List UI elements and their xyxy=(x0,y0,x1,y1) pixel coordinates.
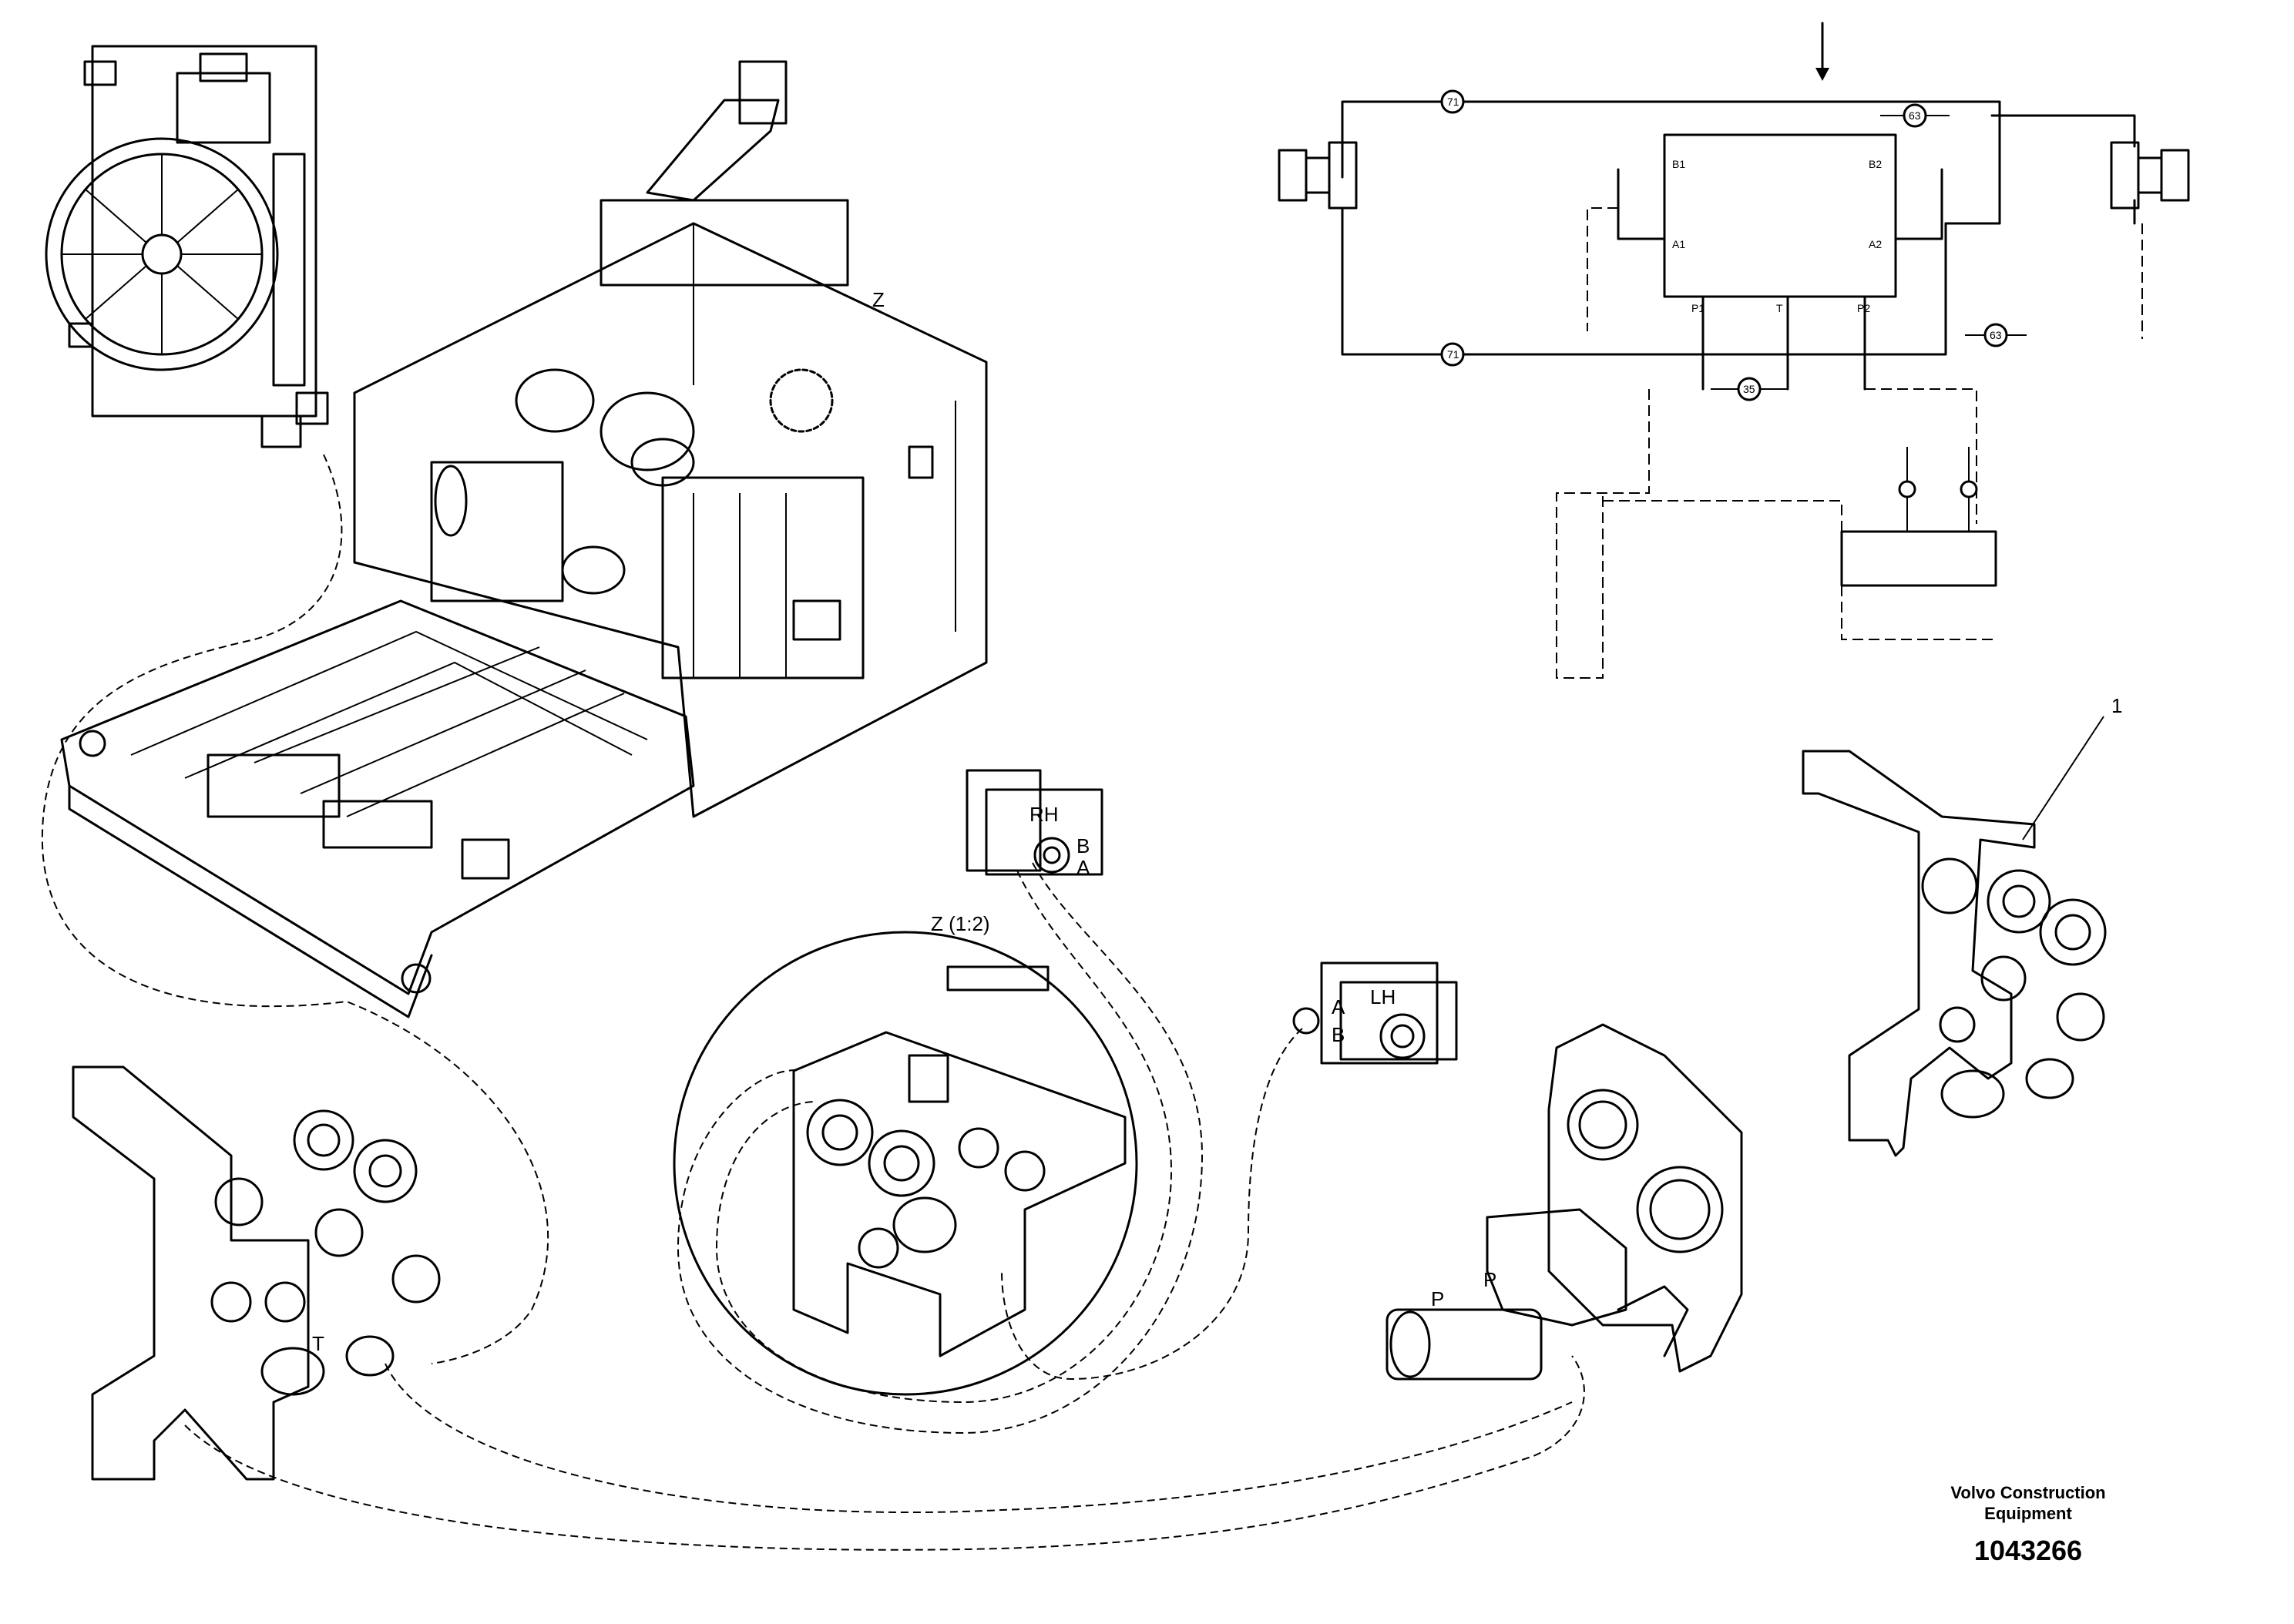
hose-label-63a: 63 xyxy=(1909,109,1921,122)
lh-port-a: A xyxy=(1332,995,1345,1018)
lh-connector xyxy=(1292,961,1458,1065)
hydraulic-schematic: B1 B2 A1 A2 P1 T P2 71 63 71 63 35 xyxy=(1278,22,2190,679)
rh-label: RH xyxy=(1029,803,1059,826)
lh-port-b: B xyxy=(1332,1023,1345,1046)
brand-line-2: Equipment xyxy=(1984,1504,2072,1523)
pump-port-p2: P xyxy=(1483,1268,1496,1291)
gearbox-pump xyxy=(1385,1023,1743,1381)
rh-port-a: A xyxy=(1076,856,1090,879)
valve-bracket-left xyxy=(72,1065,441,1481)
detail-z-view xyxy=(673,931,1138,1396)
part-number: 1043266 xyxy=(1974,1535,2082,1566)
hose-routings xyxy=(41,454,1585,1551)
valve-bracket-right xyxy=(1802,750,2107,1157)
brand-line-1: Volvo Construction xyxy=(1950,1483,2105,1502)
radiator-cooler xyxy=(45,45,329,448)
port-a1: A1 xyxy=(1672,238,1685,250)
port-t: T xyxy=(1776,302,1783,314)
hose-label-35: 35 xyxy=(1743,383,1755,395)
item-1-callout: 1 xyxy=(2111,694,2122,717)
lh-label: LH xyxy=(1370,985,1396,1008)
footer-brand: Volvo Construction Equipment 1043266 xyxy=(1950,1483,2105,1566)
port-a2: A2 xyxy=(1869,238,1882,250)
detail-z-scale-label: Z (1:2) xyxy=(931,912,990,935)
item-1-leader xyxy=(2022,716,2104,841)
hose-label-71b: 71 xyxy=(1447,348,1459,361)
rh-connector xyxy=(966,769,1103,876)
rh-port-b: B xyxy=(1076,834,1090,857)
port-p1: P1 xyxy=(1691,302,1705,314)
machine-frame xyxy=(60,60,988,1018)
pump-port-p1: P xyxy=(1431,1287,1444,1310)
port-t-label: T xyxy=(312,1332,324,1355)
hose-label-71a: 71 xyxy=(1447,96,1459,108)
hose-label-63b: 63 xyxy=(1990,329,2002,341)
port-b1: B1 xyxy=(1672,158,1685,170)
port-b2: B2 xyxy=(1869,158,1882,170)
detail-z-label: Z xyxy=(872,288,885,311)
